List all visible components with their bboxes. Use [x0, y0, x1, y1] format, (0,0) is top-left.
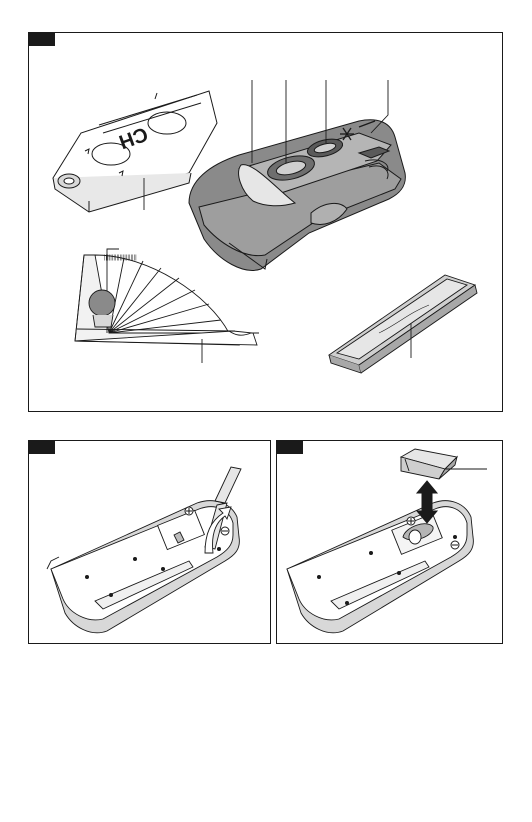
- battery-compartment-cover: [401, 449, 457, 479]
- minus-terminal-icon: [451, 541, 459, 549]
- level-underside: [47, 501, 239, 633]
- laser-level-body: [189, 120, 405, 271]
- level-underside-open: [287, 501, 473, 633]
- plus-terminal-icon: [185, 507, 193, 515]
- figure-3-illustration: [277, 441, 504, 645]
- figure-3-panel: [276, 440, 503, 644]
- protractor-scale-marks: |||||||||||||||||||||: [104, 255, 137, 261]
- figure-1-panel: CH: [28, 32, 503, 412]
- figure-1-illustration: CH: [29, 33, 504, 413]
- plus-terminal-icon: [407, 517, 415, 525]
- figure-2-illustration: [29, 441, 272, 645]
- adhesive-strip: [329, 275, 477, 373]
- figure-2-panel: [28, 440, 271, 644]
- minus-terminal-icon: [221, 527, 229, 535]
